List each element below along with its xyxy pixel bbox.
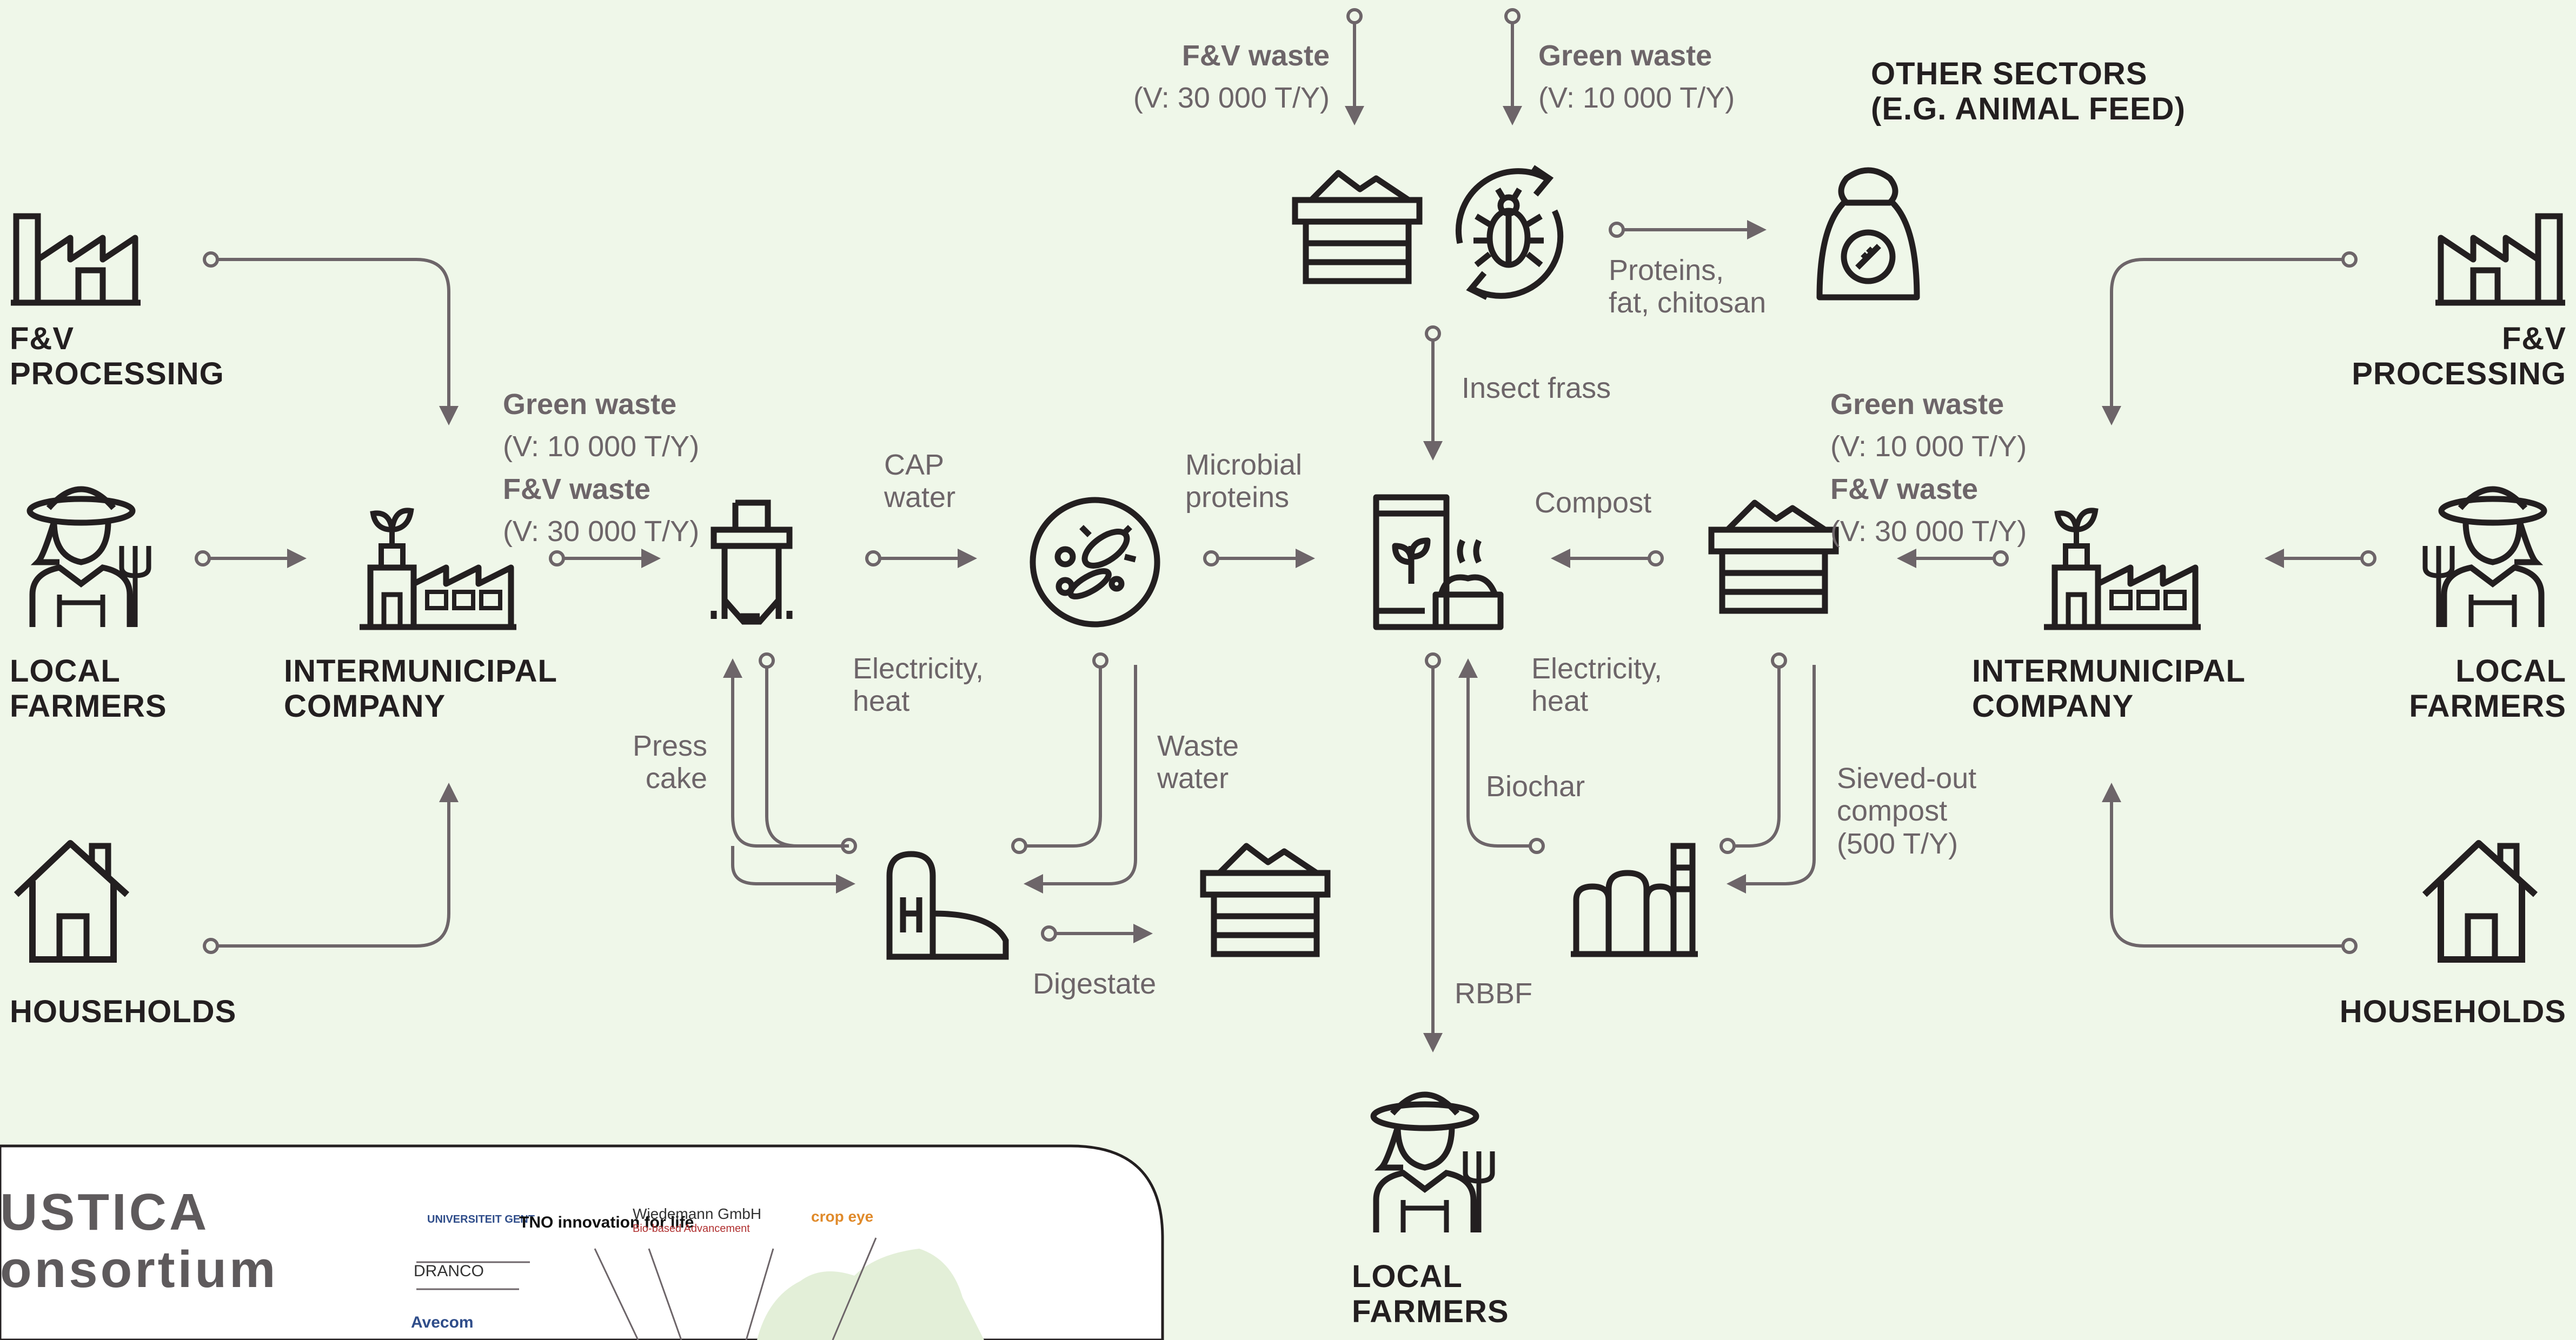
flow-cap-water: CAP water xyxy=(884,449,956,514)
top-green-waste-input: Green waste (V: 10 000 T/Y) xyxy=(1538,30,1735,124)
farmer-right-icon xyxy=(2425,489,2544,627)
fv-processing-left-icon xyxy=(11,216,141,303)
logo-cropeye: crop eye xyxy=(811,1208,874,1225)
node-intermunicipal-left: INTERMUNICIPAL COMPANY xyxy=(284,654,557,724)
left-fv-waste-label: F&V waste xyxy=(503,472,651,505)
compost-bin-left-icon xyxy=(1295,173,1419,281)
node-intermunicipal-right: INTERMUNICIPAL COMPANY xyxy=(1972,654,2246,724)
left-green-volume: (V: 10 000 T/Y) xyxy=(503,430,700,463)
house-left-icon xyxy=(16,843,127,959)
farmer-left-icon xyxy=(30,489,149,627)
flow-press-cake: Press cake xyxy=(632,730,707,795)
fv-processing-right-icon xyxy=(2435,216,2565,303)
left-green-waste-label: Green waste xyxy=(503,388,677,421)
right-green-waste-label: Green waste xyxy=(1830,388,2004,421)
node-households-right: HOUSEHOLDS xyxy=(2339,994,2566,1029)
top-fv-volume: (V: 30 000 T/Y) xyxy=(1133,82,1330,115)
node-local-farmers-left: LOCAL FARMERS xyxy=(10,654,167,724)
compost-bin-center-icon xyxy=(1711,503,1836,611)
biogas-digester-icon xyxy=(886,851,1009,960)
company-right-icon xyxy=(2044,510,2201,627)
flow-electricity-heat-right: Electricity, heat xyxy=(1531,652,1663,718)
flow-waste-water: Waste water xyxy=(1157,730,1239,795)
logo-dranco: DRANCO xyxy=(414,1262,484,1280)
logo-wiedemann-tagline: Bio-based Advancement xyxy=(633,1223,750,1235)
flow-biochar: Biochar xyxy=(1486,770,1585,803)
farmer-bottom-icon xyxy=(1373,1095,1492,1232)
right-fv-volume: (V: 30 000 T/Y) xyxy=(1830,515,2027,548)
left-waste-inputs: Green waste (V: 10 000 T/Y) F&V waste (V… xyxy=(503,378,699,557)
press-reactor-icon xyxy=(711,499,793,625)
top-green-volume: (V: 10 000 T/Y) xyxy=(1538,82,1735,115)
logo-tno: TNO innovation for life xyxy=(519,1214,694,1231)
logo-wiedemann: Wiedemann GmbH xyxy=(633,1205,762,1222)
node-local-farmers-bottom: LOCAL FARMERS xyxy=(1352,1259,1509,1329)
node-fv-processing-left: F&V PROCESSING xyxy=(10,321,224,391)
node-other-sectors: OTHER SECTORS (E.G. ANIMAL FEED) xyxy=(1871,56,2186,126)
right-fv-waste-label: F&V waste xyxy=(1830,472,1979,505)
top-green-waste-label: Green waste xyxy=(1538,39,1712,72)
consortium-title: USTICA onsortium xyxy=(0,1183,278,1298)
europe-map-shape xyxy=(757,1249,984,1340)
insect-cycle-icon xyxy=(1456,165,1564,300)
fertilizer-bag-icon xyxy=(1373,494,1504,630)
right-green-volume: (V: 10 000 T/Y) xyxy=(1830,430,2027,463)
flow-digestate: Digestate xyxy=(1033,968,1157,1000)
compost-bin-digestate-icon xyxy=(1203,846,1327,954)
logo-avecom: Avecom xyxy=(411,1314,474,1331)
flow-compost: Compost xyxy=(1535,486,1652,519)
flow-proteins: Proteins, fat, chitosan xyxy=(1609,254,1767,319)
flow-sieved-compost: Sieved-out compost (500 T/Y) xyxy=(1837,762,1977,860)
node-fv-processing-right: F&V PROCESSING xyxy=(2352,321,2566,391)
node-households-left: HOUSEHOLDS xyxy=(10,994,237,1029)
feed-sack-icon xyxy=(1816,167,1920,301)
logo-ugent: UNIVERSITEIT GENT xyxy=(427,1214,535,1225)
right-waste-inputs: Green waste (V: 10 000 T/Y) F&V waste (V… xyxy=(1830,378,2027,557)
top-fv-waste-label: F&V waste xyxy=(1181,39,1330,72)
top-fv-waste-input: F&V waste (V: 30 000 T/Y) xyxy=(1133,30,1330,124)
company-left-icon xyxy=(360,510,516,627)
flow-electricity-heat-left: Electricity, heat xyxy=(853,652,984,718)
house-right-icon xyxy=(2425,843,2535,959)
biochar-plant-icon xyxy=(1571,843,1698,957)
node-local-farmers-right: LOCAL FARMERS xyxy=(2409,654,2566,724)
flow-insect-frass: Insect frass xyxy=(1462,372,1611,404)
consortium-panel xyxy=(0,1144,1164,1340)
left-fv-volume: (V: 30 000 T/Y) xyxy=(503,515,700,548)
flow-rbbf: RBBF xyxy=(1455,977,1533,1010)
microbe-culture-icon xyxy=(1030,497,1160,628)
flow-arrows xyxy=(195,8,2376,1052)
flow-microbial-proteins: Microbial proteins xyxy=(1185,449,1303,514)
